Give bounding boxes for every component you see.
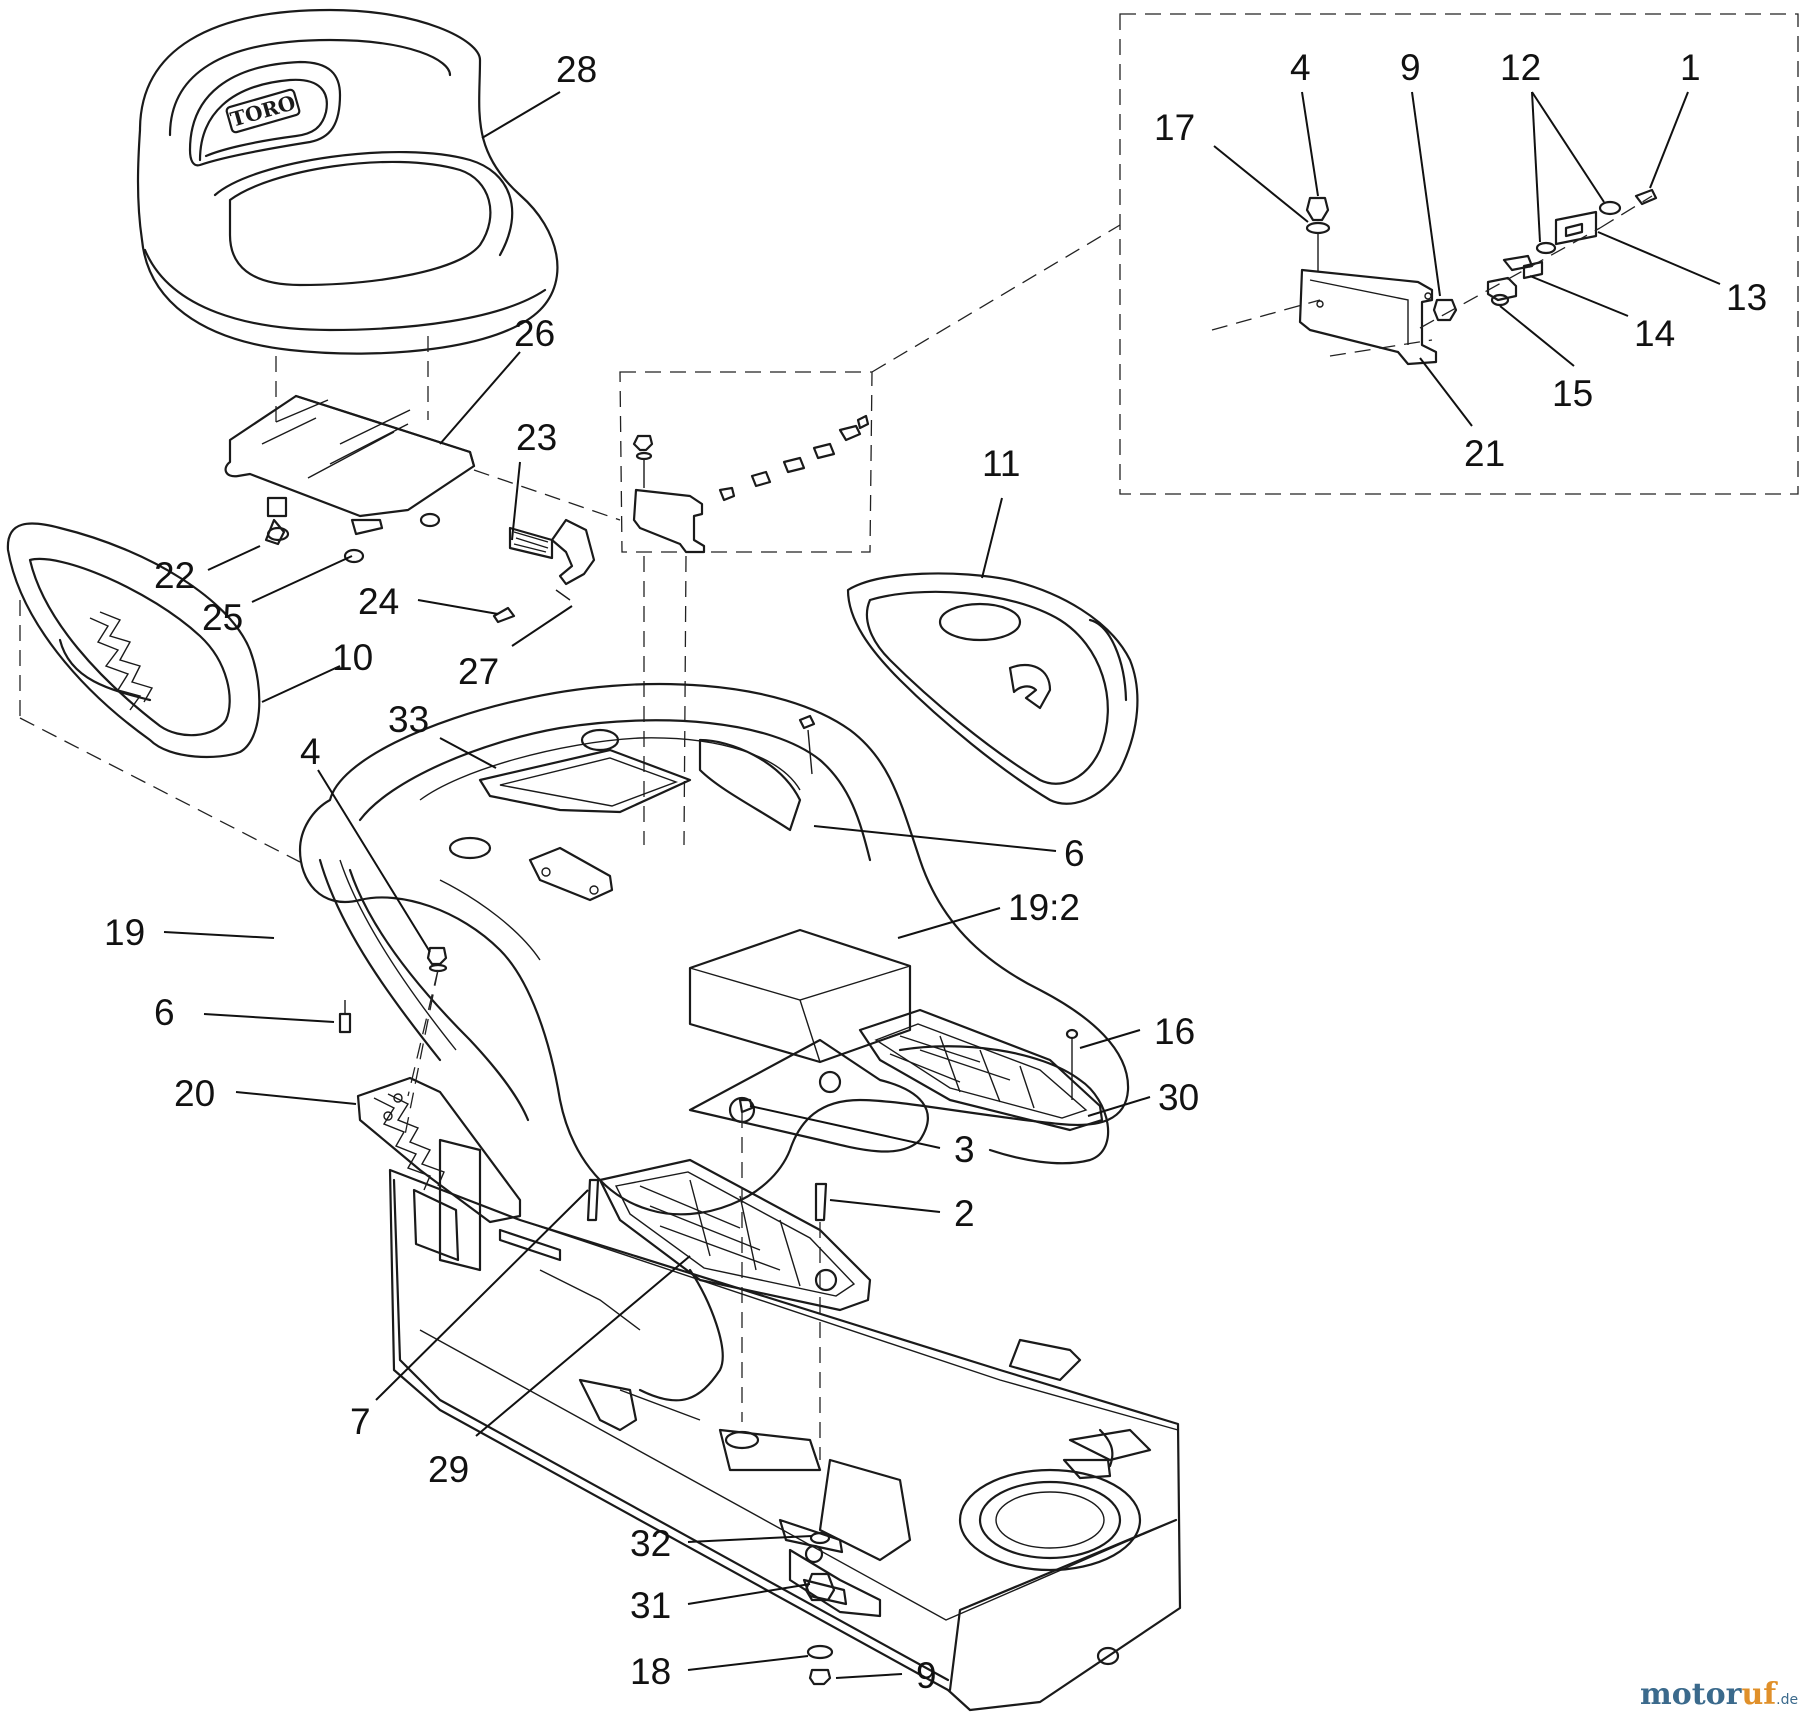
callout-15: 15 bbox=[1552, 373, 1593, 414]
chassis-frame bbox=[388, 1138, 1182, 1712]
callout-17: 17 bbox=[1154, 107, 1195, 148]
callout-25: 25 bbox=[202, 597, 243, 638]
callout-28: 28 bbox=[556, 49, 597, 90]
fender-left bbox=[6, 522, 261, 759]
lower-hardware bbox=[804, 1531, 836, 1686]
seat-spring-bracket bbox=[492, 518, 596, 624]
callout-4-inset: 4 bbox=[1290, 47, 1311, 88]
callout-26: 26 bbox=[514, 313, 555, 354]
callout-9-inset: 9 bbox=[1400, 47, 1421, 88]
callout-23: 23 bbox=[516, 417, 557, 458]
callout-2: 2 bbox=[954, 1193, 975, 1234]
callout-10: 10 bbox=[332, 637, 373, 678]
watermark: motoruf.de bbox=[1640, 1677, 1798, 1712]
fender-right bbox=[846, 572, 1139, 805]
callout-11: 11 bbox=[982, 443, 1020, 484]
callout-12: 12 bbox=[1500, 47, 1541, 88]
callout-21: 21 bbox=[1464, 433, 1505, 474]
callout-20: 20 bbox=[174, 1073, 215, 1114]
seat: TORO bbox=[136, 8, 559, 355]
leader-lines bbox=[163, 91, 1721, 1679]
callout-16: 16 bbox=[1154, 1011, 1195, 1052]
callout-4: 4 bbox=[300, 731, 321, 772]
callout-6: 6 bbox=[154, 992, 175, 1033]
callout-labels: 28 26 23 22 25 24 27 10 11 33 4 6 19 19:… bbox=[104, 47, 1767, 1696]
callout-27: 27 bbox=[458, 651, 499, 692]
callout-32: 32 bbox=[630, 1523, 671, 1564]
callout-13: 13 bbox=[1726, 277, 1767, 318]
watermark-logo: motoruf.de bbox=[1640, 1677, 1798, 1712]
floor-mat-right bbox=[858, 1008, 1104, 1132]
callout-6: 6 bbox=[1064, 833, 1085, 874]
body-shell bbox=[298, 682, 1130, 1216]
callout-14: 14 bbox=[1634, 313, 1675, 354]
callout-33: 33 bbox=[388, 699, 429, 740]
callout-31: 31 bbox=[630, 1585, 671, 1626]
mount-plate bbox=[356, 1076, 522, 1224]
callout-9: 9 bbox=[916, 1655, 937, 1696]
switch-assembly-small bbox=[619, 224, 1121, 846]
callout-7: 7 bbox=[350, 1401, 371, 1442]
callout-24: 24 bbox=[358, 581, 399, 622]
callout-29: 29 bbox=[428, 1449, 469, 1490]
seat-pan bbox=[224, 394, 621, 564]
callout-1: 1 bbox=[1680, 47, 1701, 88]
fasteners bbox=[338, 714, 1079, 1460]
floor-mat-left bbox=[598, 1158, 872, 1312]
detail-inset bbox=[1119, 13, 1799, 495]
callout-22: 22 bbox=[154, 555, 195, 596]
callout-19: 19 bbox=[104, 912, 145, 953]
callout-3: 3 bbox=[954, 1129, 975, 1170]
callout-18: 18 bbox=[630, 1651, 671, 1692]
callout-30: 30 bbox=[1158, 1077, 1199, 1118]
callout-19-2: 19:2 bbox=[1008, 887, 1080, 928]
